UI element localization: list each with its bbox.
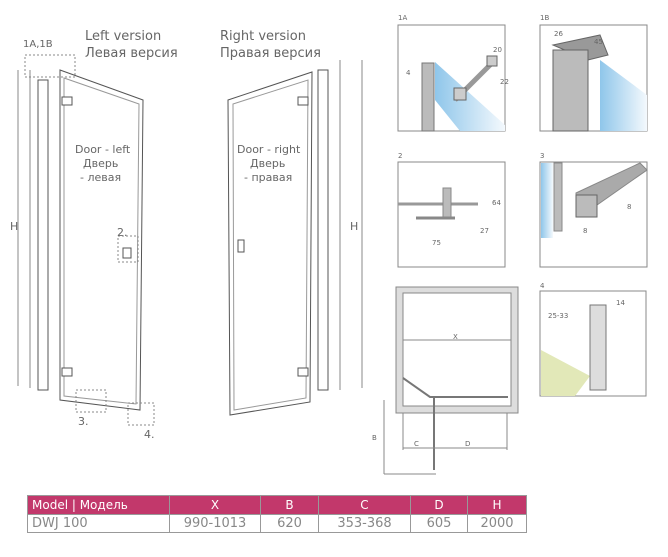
- svg-text:H: H: [350, 220, 358, 233]
- detail-3: 3 8 8: [539, 152, 648, 268]
- svg-text:Right version: Right version: [220, 29, 306, 44]
- svg-text:75: 75: [432, 239, 441, 247]
- svg-text:Door - left: Door - left: [75, 143, 131, 156]
- header-x: X: [169, 495, 261, 515]
- left-door-drawing: Left version Левая версия 1A,1B H Door -…: [10, 29, 178, 441]
- detail-4: 4 25-33 14: [539, 282, 647, 397]
- detail-1b: 1B 26 45: [539, 14, 648, 132]
- svg-text:14: 14: [616, 299, 625, 307]
- cell-model: DWJ 100: [27, 514, 170, 533]
- dimensions-table: Model | Модель X B C D H DWJ 100 990-101…: [27, 495, 527, 533]
- svg-text:Дверь: Дверь: [83, 157, 118, 170]
- svg-text:H: H: [10, 220, 18, 233]
- detail-1a: 1A 20 4 22: [397, 14, 509, 132]
- right-door-drawing: Right version Правая версия H Door - rig…: [220, 29, 363, 416]
- svg-text:3.: 3.: [78, 415, 89, 428]
- svg-text:8: 8: [627, 203, 631, 211]
- svg-text:4: 4: [406, 69, 411, 77]
- svg-text:- левая: - левая: [80, 171, 121, 184]
- svg-text:Дверь: Дверь: [250, 157, 285, 170]
- svg-text:64: 64: [492, 199, 501, 207]
- cell-x: 990-1013: [169, 514, 261, 533]
- plan-view: X C D B: [372, 286, 519, 475]
- header-b: B: [260, 495, 319, 515]
- svg-text:Left version: Left version: [85, 29, 161, 44]
- svg-text:4: 4: [540, 282, 545, 290]
- header-c: C: [318, 495, 411, 515]
- svg-text:X: X: [453, 333, 458, 341]
- svg-text:45: 45: [594, 38, 603, 46]
- svg-text:4.: 4.: [144, 428, 155, 441]
- svg-text:25-33: 25-33: [548, 312, 568, 320]
- detail-2: 2 64 27 75: [397, 152, 506, 268]
- svg-text:20: 20: [493, 46, 502, 54]
- cell-c: 353-368: [318, 514, 411, 533]
- table-header-row: Model | Модель X B C D H: [27, 495, 527, 515]
- svg-text:- правая: - правая: [244, 171, 292, 184]
- svg-text:1B: 1B: [540, 14, 549, 22]
- svg-text:8: 8: [583, 227, 587, 235]
- svg-text:D: D: [465, 440, 470, 448]
- svg-text:1A,1B: 1A,1B: [23, 39, 53, 50]
- svg-text:22: 22: [500, 78, 509, 86]
- svg-text:27: 27: [480, 227, 489, 235]
- svg-text:3: 3: [540, 152, 544, 160]
- svg-text:2: 2: [398, 152, 402, 160]
- header-model: Model | Модель: [27, 495, 170, 515]
- cell-b: 620: [260, 514, 319, 533]
- svg-text:Левая версия: Левая версия: [85, 46, 178, 61]
- svg-text:B: B: [372, 434, 377, 442]
- svg-text:C: C: [414, 440, 419, 448]
- svg-text:26: 26: [554, 30, 563, 38]
- header-d: D: [410, 495, 468, 515]
- svg-text:2.: 2.: [117, 226, 128, 239]
- cell-h: 2000: [467, 514, 527, 533]
- cell-d: 605: [410, 514, 468, 533]
- svg-text:Door - right: Door - right: [237, 143, 301, 156]
- svg-text:1A: 1A: [398, 14, 407, 22]
- header-h: H: [467, 495, 527, 515]
- table-row: DWJ 100 990-1013 620 353-368 605 2000: [27, 514, 527, 533]
- svg-text:Правая версия: Правая версия: [220, 46, 321, 61]
